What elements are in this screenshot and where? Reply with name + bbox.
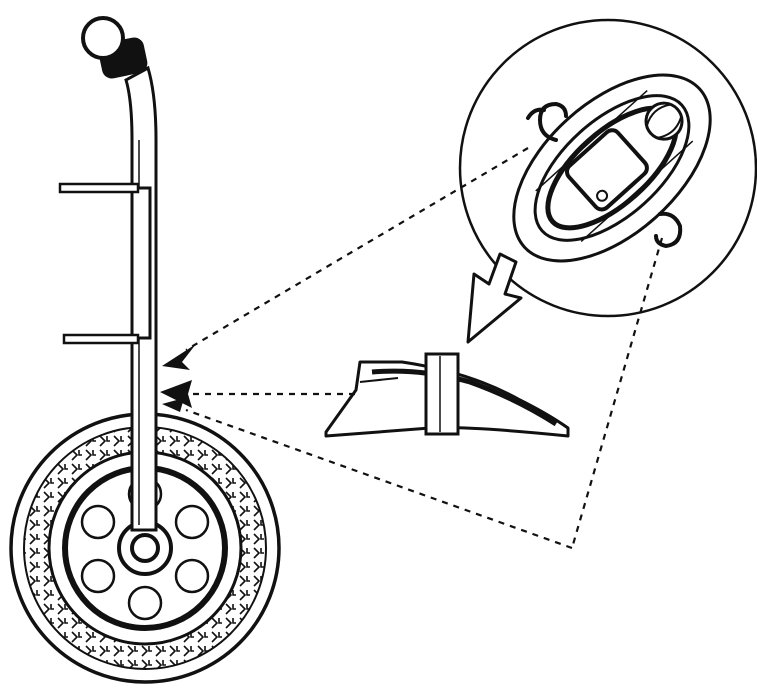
- hook-icon: [526, 101, 683, 249]
- crossbar-lower: [62, 333, 140, 345]
- crossbar-upper: [58, 182, 140, 194]
- leader-lines: [185, 147, 664, 550]
- pointer-arrow-middle: [160, 380, 192, 408]
- pointer-arrows: [160, 344, 196, 412]
- handle-knob-icon: [81, 16, 148, 79]
- pointer-arrow-upper: [162, 344, 196, 370]
- axle: [130, 533, 160, 563]
- clamp-oval: [512, 73, 712, 263]
- clip-part: [324, 352, 570, 438]
- bracket-plate: [130, 186, 152, 340]
- direction-arrow: [466, 252, 523, 344]
- pointer-arrow-lower: [162, 398, 184, 412]
- detail-circle: [458, 18, 757, 318]
